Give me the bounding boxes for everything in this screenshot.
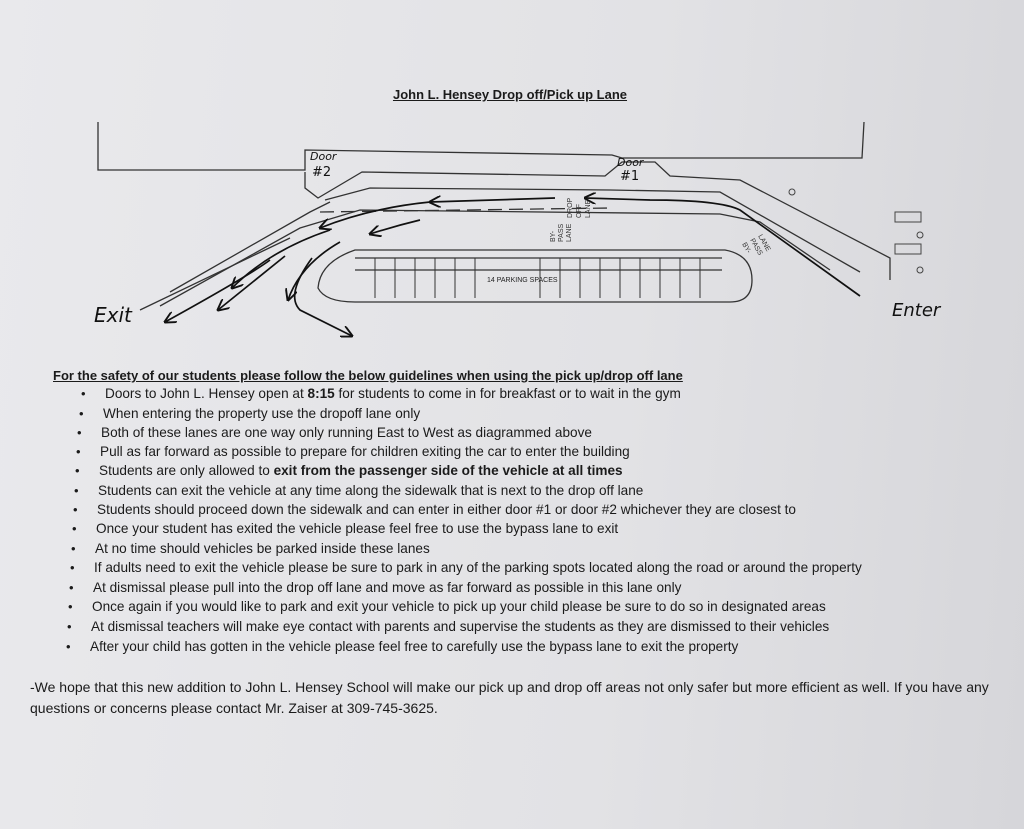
bullet-icon: • — [74, 483, 79, 498]
list-item: •If adults need to exit the vehicle plea… — [70, 560, 862, 575]
bullet-icon: • — [66, 639, 71, 654]
dropoff-arrow-1 — [320, 201, 431, 228]
bullet-icon: • — [81, 386, 86, 401]
bullet-icon: • — [72, 521, 77, 536]
door2-label-top: Door — [310, 150, 338, 163]
list-item: •After your child has gotten in the vehi… — [66, 639, 739, 654]
bullet-icon: • — [77, 425, 82, 440]
bypass-arrow — [430, 198, 556, 202]
exit-arrow-1 — [232, 229, 331, 288]
bullet-icon: • — [73, 502, 78, 517]
dropoff-lane-label-2: OFF — [576, 204, 583, 218]
list-item: •Students can exit the vehicle at any ti… — [74, 483, 644, 498]
lane-inner-boundary — [169, 201, 331, 293]
parking-spaces-label: 14 PARKING SPACES — [487, 277, 558, 284]
building-outline — [97, 121, 865, 171]
bullet-icon: • — [69, 580, 74, 595]
right-bypass-label-1: BY- — [740, 242, 752, 256]
right-door-mark-1 — [894, 211, 922, 223]
lot-exit-arrow-1 — [288, 241, 341, 300]
exit-label: Exit — [94, 303, 133, 327]
list-item: •Doors to John L. Hensey open at 8:15 fo… — [81, 386, 681, 401]
door1-label-num: #1 — [620, 169, 639, 184]
lane-middle-boundary — [324, 187, 861, 273]
list-item: •At dismissal teachers will make eye con… — [67, 619, 830, 634]
list-item: •Both of these lanes are one way only ru… — [77, 425, 592, 440]
lane-outer-boundary — [304, 161, 891, 280]
left-bypass-label-2: PASS — [558, 224, 565, 242]
door2-label-num: #2 — [312, 165, 331, 180]
dropoff-divider — [319, 207, 611, 213]
bullet-icon: • — [71, 541, 76, 556]
list-item: •Pull as far forward as possible to prep… — [76, 444, 630, 459]
list-item: •Students are only allowed to exit from … — [75, 463, 623, 478]
bullet-icon: • — [76, 444, 81, 459]
bullet-icon: • — [79, 406, 84, 421]
list-item: •Students should proceed down the sidewa… — [73, 502, 796, 517]
bullet-icon: • — [67, 619, 72, 634]
door1-label-top: Door — [617, 156, 645, 169]
right-door-mark-2 — [894, 243, 922, 255]
parking-lot — [317, 249, 753, 303]
list-item: •Once again if you would like to park an… — [68, 599, 826, 614]
page-title: John L. Hensey Drop off/Pick up Lane — [392, 87, 628, 102]
enter-label: Enter — [892, 300, 942, 321]
closing-note: -We hope that this new addition to John … — [30, 679, 989, 716]
list-item: •When entering the property use the drop… — [79, 406, 421, 421]
guidelines-heading: For the safety of our students please fo… — [53, 368, 683, 383]
lane-inner-boundary-2 — [159, 209, 831, 307]
list-item: •At no time should vehicles be parked in… — [71, 541, 430, 556]
bullet-icon: • — [68, 599, 73, 614]
sidewalk-line — [139, 237, 291, 311]
list-item: •At dismissal please pull into the drop … — [69, 580, 682, 595]
dropoff-lane-label-1: DROP — [567, 197, 574, 218]
exit-arrow-3 — [165, 259, 271, 322]
lane-diagram: Door #2 Door #1 Exit Enter 14 PARKING SP… — [94, 121, 942, 350]
exit-arrow-2 — [218, 255, 286, 310]
left-bypass-label-1: BY- — [550, 230, 557, 242]
dropoff-lane-label-3: LANE — [585, 199, 592, 218]
bullet-icon: • — [75, 463, 80, 478]
enter-arrow — [585, 198, 861, 297]
left-bypass-label-3: LANE — [566, 223, 573, 242]
bullet-icon: • — [70, 560, 75, 575]
dropoff-arrow-2 — [370, 219, 421, 234]
lot-exit-arrow-2 — [293, 257, 352, 336]
list-item: •Once your student has exited the vehicl… — [72, 521, 619, 536]
